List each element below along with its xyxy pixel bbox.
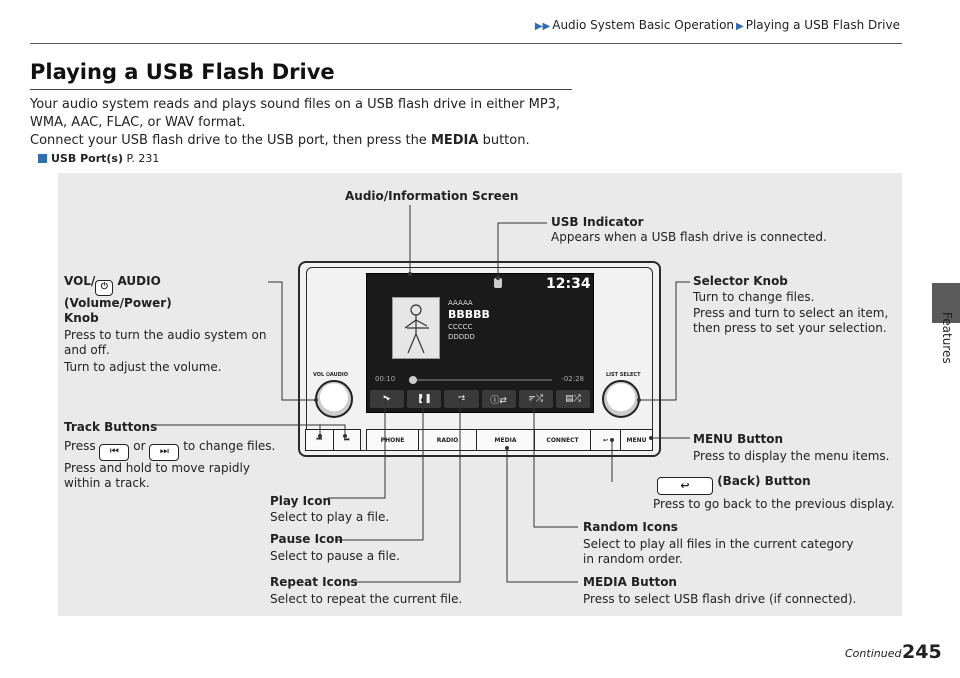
callout-menu-button: MENU Button Press to display the menu it… xyxy=(693,432,889,464)
callout-vol-knob-head: VOL/⏻ AUDIO (Volume/Power)Knob xyxy=(64,274,172,325)
callout-repeat-icons: Repeat Icons Select to repeat the curren… xyxy=(270,575,462,607)
skip-back-icon: ⏮ xyxy=(99,444,130,461)
callout-random-icons-head: Random Icons xyxy=(583,520,678,534)
callout-play-icon-head: Play Icon xyxy=(270,494,332,508)
vol-knob-caption: VOL ⏻AUDIO xyxy=(313,372,348,378)
callout-play-icon-desc: Select to play a file. xyxy=(270,510,390,524)
callout-track-buttons-desc: Press ⏮ or ⏭ to change files. xyxy=(64,439,279,461)
callout-vol-knob: VOL/⏻ AUDIO (Volume/Power)Knob Press to … xyxy=(64,274,269,375)
phone-button[interactable]: PHONE xyxy=(367,430,419,450)
continued-note: Continued xyxy=(845,647,902,660)
breadcrumb-arrow-icon: ▶▶ xyxy=(534,21,551,32)
intro-line: Your audio system reads and plays sound … xyxy=(30,97,561,112)
callout-usb-indicator: USB Indicator Appears when a USB flash d… xyxy=(551,215,827,245)
skip-back-button[interactable]: ⏮ xyxy=(306,430,334,450)
cross-reference[interactable]: USB Port(s) P. 231 xyxy=(38,152,159,165)
callout-screen: Audio/Information Screen xyxy=(345,189,518,204)
callout-track-buttons-desc: within a track. xyxy=(64,476,150,490)
album-art-image xyxy=(392,297,440,359)
track-title: BBBBB xyxy=(448,308,490,321)
page-title: Playing a USB Flash Drive xyxy=(30,60,335,84)
callout-random-icons-desc: in random order. xyxy=(583,552,683,566)
hard-button-row: PHONE RADIO MEDIA CONNECT ↩ MENU xyxy=(366,429,653,451)
progress-knob[interactable] xyxy=(409,376,417,384)
page-number: 245 xyxy=(902,641,942,663)
back-arrow-icon: ↩ xyxy=(657,477,713,495)
callout-usb-indicator-head: USB Indicator xyxy=(551,215,644,229)
callout-media-button-desc: Press to select USB flash drive (if conn… xyxy=(583,592,857,606)
reference-icon xyxy=(38,154,47,163)
callout-track-buttons: Track Buttons Press ⏮ or ⏭ to change fil… xyxy=(64,420,279,491)
power-icon: ⏻ xyxy=(95,280,114,296)
callout-vol-knob-desc: and off. xyxy=(64,343,110,357)
intro-line: WMA, AAC, FLAC, or WAV format. xyxy=(30,115,246,130)
callout-back-button: ↩ (Back) Button Press to go back to the … xyxy=(653,474,895,512)
back-button[interactable]: ↩ xyxy=(591,430,621,450)
callout-vol-knob-desc: Turn to adjust the volume. xyxy=(64,360,222,374)
connect-button[interactable]: CONNECT xyxy=(535,430,591,450)
xref-label: USB Port(s) xyxy=(51,152,123,165)
callout-track-buttons-desc: Press and hold to move rapidly xyxy=(64,461,250,475)
track-line: DDDDD xyxy=(448,333,475,341)
callout-pause-icon: Pause Icon Select to pause a file. xyxy=(270,532,400,564)
track-line: AAAAA xyxy=(448,299,473,307)
screen-clock: 12:34 xyxy=(546,276,591,292)
callout-selector-knob-head: Selector Knob xyxy=(693,274,788,288)
random-icon[interactable]: ≡⤮ xyxy=(518,390,553,408)
play-icon[interactable]: ▶ xyxy=(370,390,405,408)
menu-button[interactable]: MENU xyxy=(626,436,647,444)
callout-media-button-head: MEDIA Button xyxy=(583,575,677,589)
callout-random-icons-desc: Select to play all files in the current … xyxy=(583,537,854,551)
breadcrumb: ▶▶Audio System Basic Operation▶Playing a… xyxy=(533,18,900,32)
callout-pause-icon-desc: Select to pause a file. xyxy=(270,549,400,563)
time-remaining: -02:28 xyxy=(561,375,584,383)
selector-knob-caption: LIST SELECT xyxy=(606,372,641,378)
callout-usb-indicator-desc: Appears when a USB flash drive is connec… xyxy=(551,230,827,244)
callout-repeat-icons-head: Repeat Icons xyxy=(270,575,358,589)
xref-page: P. 231 xyxy=(126,152,160,165)
callout-menu-button-desc: Press to display the menu items. xyxy=(693,449,890,463)
chapter-tab[interactable] xyxy=(932,283,960,323)
callout-pause-icon-head: Pause Icon xyxy=(270,532,343,546)
breadcrumb-current: Playing a USB Flash Drive xyxy=(745,18,900,32)
intro-text: Your audio system reads and plays sound … xyxy=(30,96,575,150)
progress-track xyxy=(412,379,552,381)
track-line: CCCCC xyxy=(448,323,473,331)
callout-track-buttons-head: Track Buttons xyxy=(64,420,158,434)
skip-forward-button[interactable]: ⏭ xyxy=(344,436,350,443)
title-divider xyxy=(30,89,572,90)
screen-button-row: ▶ ❚❚ ⇄ ⓘ⇄ ≡⤮ ▤⤮ xyxy=(370,390,591,408)
time-elapsed: 00:10 xyxy=(375,375,396,383)
vol-audio-knob[interactable] xyxy=(315,380,353,418)
progress-bar[interactable]: 00:10 -02:28 xyxy=(372,374,588,386)
callout-random-icons: Random Icons Select to play all files in… xyxy=(583,520,854,567)
callout-repeat-icons-desc: Select to repeat the current file. xyxy=(270,592,463,606)
breadcrumb-arrow-icon: ▶ xyxy=(736,21,744,32)
callout-media-button: MEDIA Button Press to select USB flash d… xyxy=(583,575,856,607)
radio-button[interactable]: RADIO xyxy=(419,430,477,450)
callout-back-button-head: ↩ (Back) Button xyxy=(653,474,895,495)
usb-indicator-icon xyxy=(494,278,502,288)
callout-menu-button-head: MENU Button xyxy=(693,432,784,446)
skip-forward-icon: ⏭ xyxy=(149,444,180,461)
callout-selector-knob-desc: Turn to change files. xyxy=(693,290,815,304)
callout-back-button-desc: Press to go back to the previous display… xyxy=(653,497,895,511)
callout-selector-knob-desc: Press and turn to select an item, xyxy=(693,306,889,320)
track-info: AAAAA BBBBB CCCCC DDDDD xyxy=(448,298,490,342)
breadcrumb-parent[interactable]: Audio System Basic Operation xyxy=(552,18,735,32)
random-folder-icon[interactable]: ▤⤮ xyxy=(555,390,591,408)
callout-selector-knob-desc: then press to set your selection. xyxy=(693,321,887,335)
callout-vol-knob-desc: Press to turn the audio system on xyxy=(64,328,267,342)
header-divider xyxy=(30,43,902,44)
callout-screen-head: Audio/Information Screen xyxy=(345,189,519,203)
callout-selector-knob: Selector Knob Turn to change files. Pres… xyxy=(693,274,888,336)
intro-line: Connect your USB flash drive to the USB … xyxy=(30,133,530,148)
repeat-info-icon[interactable]: ⓘ⇄ xyxy=(481,390,516,408)
callout-play-icon: Play Icon Select to play a file. xyxy=(270,494,389,525)
